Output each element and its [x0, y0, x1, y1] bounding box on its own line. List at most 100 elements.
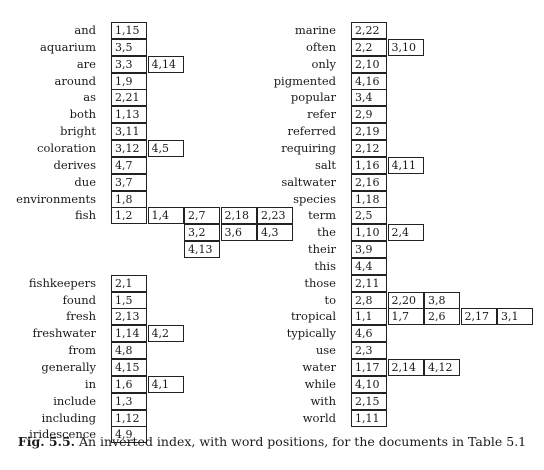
index-term: from	[68, 343, 96, 358]
posting-box: 3,12	[111, 139, 147, 157]
posting-box: 3,10	[387, 38, 424, 56]
index-term: saltwater	[281, 174, 336, 189]
index-term: generally	[41, 360, 96, 374]
posting-box: 3,6	[220, 224, 257, 242]
posting-box: 3,9	[351, 241, 387, 259]
index-term: while	[304, 376, 336, 391]
index-term: the	[317, 225, 336, 240]
posting-box: 4,12	[424, 359, 460, 376]
index-term: fish	[75, 208, 96, 223]
index-term: are	[76, 56, 96, 71]
figure-caption: Fig. 5.5. An inverted index, with word p…	[0, 433, 544, 451]
index-term: often	[305, 39, 336, 54]
index-term: both	[69, 107, 96, 122]
index-term: typically	[286, 326, 336, 341]
posting-box: 3,2	[184, 224, 220, 242]
posting-box: 2,21	[111, 89, 147, 107]
index-term: coloration	[37, 140, 96, 155]
index-term: world	[302, 410, 336, 425]
index-row: species 1,18	[0, 190, 544, 208]
index-row: typically 4,6	[0, 325, 544, 343]
posting-box: 2,23	[257, 207, 293, 225]
posting-box: 2,22	[351, 22, 387, 39]
posting-box: 3,3	[111, 55, 147, 73]
index-row: those 2,11	[0, 274, 544, 292]
posting-box: 4,6	[351, 325, 387, 343]
index-term: fishkeepers	[28, 275, 96, 290]
posting-box: 4,10	[351, 375, 387, 393]
index-row: while 4,10	[0, 375, 544, 393]
posting-box: 2,5	[351, 207, 387, 225]
index-term: use	[315, 343, 336, 358]
index-row: including 1,12	[0, 409, 544, 427]
posting-box: 1,14	[111, 325, 147, 343]
index-term: bright	[60, 124, 96, 139]
index-term: as	[83, 90, 96, 105]
posting-box: 4,3	[257, 224, 293, 242]
index-term: found	[62, 292, 96, 307]
posting-box: 1,12	[111, 409, 147, 427]
posting-box: 2,16	[351, 173, 387, 191]
posting-box: 2,14	[387, 359, 424, 376]
index-term: pigmented	[273, 73, 336, 88]
index-term: water	[302, 360, 336, 374]
posting-box: 2,8	[351, 291, 387, 309]
posting-box: 4,16	[351, 72, 387, 90]
posting-box: 2,9	[351, 106, 387, 124]
index-term: and	[74, 23, 96, 37]
posting-box: 1,10	[351, 224, 387, 242]
posting-box: 1,6	[111, 375, 147, 393]
posting-box: 1,2	[111, 207, 147, 225]
posting-box: 2,4	[387, 224, 424, 242]
posting-box: 3,7	[111, 173, 147, 191]
index-term: include	[53, 393, 96, 408]
index-term: including	[41, 410, 96, 425]
index-term: marine	[294, 23, 336, 37]
index-term: refer	[307, 107, 336, 122]
posting-box: 1,11	[351, 409, 387, 427]
index-term: in	[84, 376, 96, 391]
posting-box: 2,3	[351, 342, 387, 360]
index-term: tropical	[290, 309, 336, 324]
posting-box: 4,11	[387, 156, 424, 174]
index-term: those	[304, 275, 336, 290]
posting-box: 2,6	[424, 308, 460, 326]
posting-box: 2,10	[351, 55, 387, 73]
posting-box: 4,5	[147, 139, 184, 157]
index-term: species	[293, 191, 336, 206]
posting-box: 2,13	[111, 308, 147, 326]
index-row: term 2,5	[0, 207, 544, 225]
index-term: term	[308, 208, 336, 223]
posting-box: 4,2	[147, 325, 184, 343]
index-term: derives	[53, 157, 96, 172]
index-row: include 1,3	[0, 392, 544, 410]
posting-box: 2,12	[351, 139, 387, 157]
posting-box: 2,11	[351, 274, 387, 292]
index-term: freshwater	[32, 326, 97, 341]
posting-box: 1,3	[111, 392, 147, 410]
posting-box: 4,8	[111, 342, 147, 360]
posting-box: 2,2	[351, 38, 387, 56]
index-term: aquarium	[40, 39, 96, 54]
posting-box: 1,18	[351, 190, 387, 208]
posting-box: 3,8	[424, 291, 460, 309]
index-term: their	[307, 242, 336, 257]
